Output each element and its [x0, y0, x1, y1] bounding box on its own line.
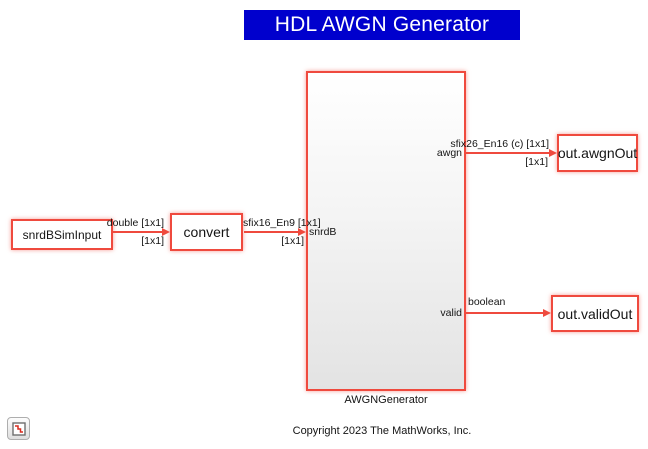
- signal-type-label-sfix26: sfix26_En16 (c) [1x1]: [450, 138, 549, 150]
- block-awgn-generator-caption: AWGNGenerator: [344, 394, 428, 406]
- port-label-snrdb: snrdB: [309, 226, 337, 238]
- step-waveform-icon: [11, 421, 26, 436]
- signal-dim-label: [1x1]: [525, 156, 548, 168]
- arrowhead-icon: [162, 227, 170, 236]
- signal-line-valid-to-out[interactable]: [466, 312, 543, 314]
- signal-type-label-sfix16: sfix16_En9 [1x1]: [243, 217, 321, 229]
- copyright-annotation: Copyright 2023 The MathWorks, Inc.: [292, 425, 472, 437]
- block-out-awgnOut-label: out.awgnOut: [557, 145, 638, 161]
- arrowhead-icon: [543, 308, 551, 317]
- signal-line-awgn-to-out[interactable]: [466, 152, 549, 154]
- signal-line-input-to-convert[interactable]: [113, 231, 162, 233]
- signal-dim-label: [1x1]: [141, 235, 164, 247]
- block-convert-label: convert: [183, 224, 230, 240]
- port-label-valid: valid: [440, 307, 462, 319]
- block-snrdBSimInput[interactable]: snrdBSimInput: [11, 219, 113, 250]
- block-snrdBSimInput-label: snrdBSimInput: [22, 227, 102, 242]
- title-annotation[interactable]: HDL AWGN Generator: [244, 10, 520, 40]
- arrowhead-icon: [298, 227, 306, 236]
- signal-line-convert-to-awgn[interactable]: [244, 231, 298, 233]
- block-out-validOut-label: out.validOut: [557, 305, 633, 322]
- port-label-awgn: awgn: [436, 147, 462, 159]
- signal-dim-label: [1x1]: [281, 235, 304, 247]
- block-out-validOut[interactable]: out.validOut: [551, 295, 639, 332]
- sample-time-badge-button[interactable]: [7, 417, 30, 440]
- signal-type-label-boolean: boolean: [468, 296, 506, 308]
- signal-type-label-double: double [1x1]: [106, 217, 164, 229]
- block-out-awgnOut[interactable]: out.awgnOut: [557, 134, 638, 172]
- arrowhead-icon: [549, 148, 557, 157]
- block-awgn-generator[interactable]: [306, 71, 466, 391]
- block-convert[interactable]: convert: [170, 213, 243, 251]
